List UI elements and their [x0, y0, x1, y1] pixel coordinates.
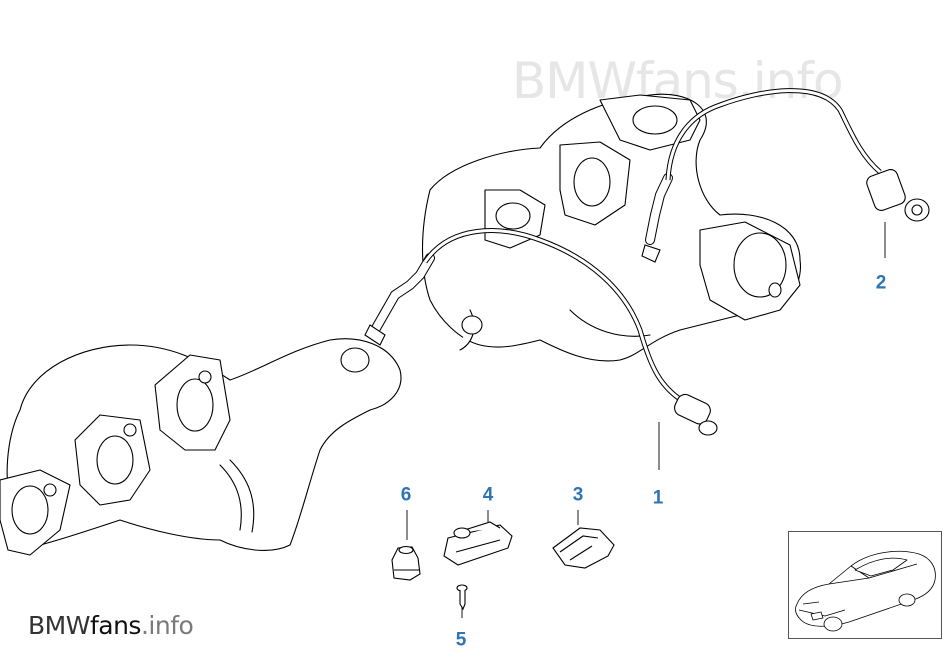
site-logo: BMWfans.info: [28, 611, 194, 640]
front-exhaust-manifold: [0, 338, 402, 556]
callout-3[interactable]: 3: [572, 484, 584, 506]
callout-4[interactable]: 4: [482, 484, 494, 506]
car-thumbnail: [788, 531, 942, 639]
callout-1[interactable]: 1: [652, 487, 664, 509]
clip-part-3: [552, 527, 615, 569]
callout-6[interactable]: 6: [400, 484, 412, 506]
oxygen-sensor-1: [364, 228, 718, 436]
logo-part-fans: fans: [89, 611, 142, 640]
logo-part-info: .info: [140, 611, 194, 640]
screw-part-5: [456, 584, 468, 611]
nut-part-6: [391, 545, 421, 581]
bracket-part-4: [443, 521, 513, 566]
car-side-view-icon: [794, 550, 936, 632]
logo-part-bmw: BMW: [28, 611, 90, 640]
callout-2[interactable]: 2: [875, 272, 887, 294]
callout-5[interactable]: 5: [455, 629, 467, 651]
rear-exhaust-manifold: [422, 93, 801, 362]
oxygen-sensor-2: [641, 88, 930, 263]
